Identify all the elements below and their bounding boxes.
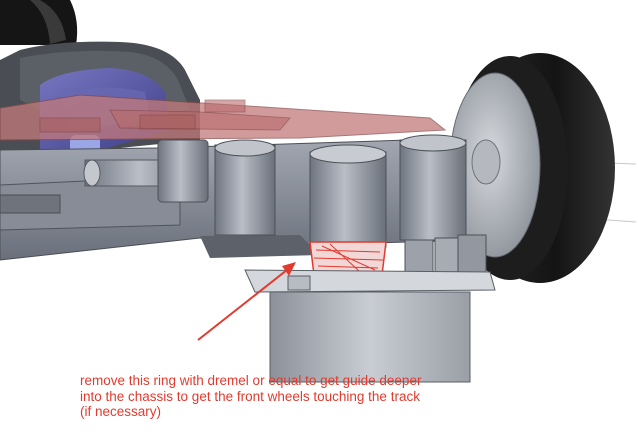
red-arrow (197, 262, 296, 341)
steering-mounts (157, 134, 467, 241)
rear-wheel (0, 0, 78, 45)
annotation-line-1: remove this ring with dremel or equal to… (80, 373, 422, 388)
ring-highlight (309, 241, 387, 276)
screw-bosses (404, 234, 487, 276)
guide-post (309, 144, 387, 248)
guide-blade (244, 269, 496, 383)
guide-plate-translucent (0, 94, 447, 141)
annotation-line-3: (if necessary) (80, 404, 162, 419)
front-wheel (449, 53, 615, 283)
annotation-line-2: into the chassis to get the front wheels… (80, 388, 420, 404)
annotation-text: remove this ring with dremel or equal to… (80, 373, 550, 420)
